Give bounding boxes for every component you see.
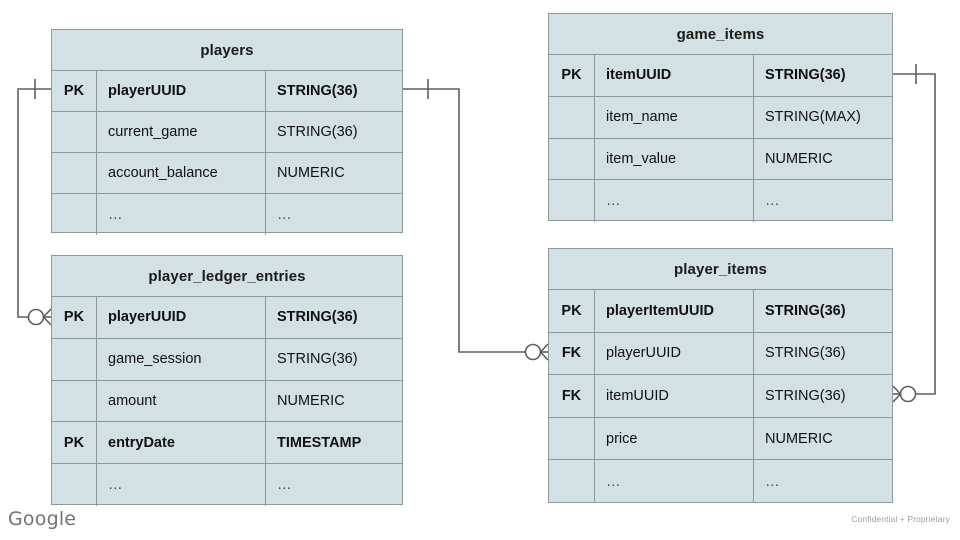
row-data-type: TIMESTAMP <box>277 434 362 451</box>
table-row[interactable]: FK playerUUID STRING(36) <box>549 332 892 376</box>
row-key <box>52 380 97 422</box>
row-key: PK <box>52 71 97 111</box>
row-data-type: … <box>277 477 293 494</box>
row-data-type: … <box>765 473 781 490</box>
table-row[interactable]: PK itemUUID STRING(36) <box>549 55 892 97</box>
table-row[interactable]: item_value NUMERIC <box>549 138 892 181</box>
crow-foot <box>539 343 549 361</box>
row-key <box>549 138 595 180</box>
row-data-type: STRING(36) <box>277 351 358 368</box>
row-data-type: STRING(36) <box>277 83 358 99</box>
cardinality-zero-circle <box>524 343 542 361</box>
row-column-name: … <box>595 460 754 503</box>
row-data-type: STRING(36) <box>765 302 846 319</box>
entity-player-items[interactable]: player_items PK playerItemUUID STRING(36… <box>548 248 893 503</box>
entity-players[interactable]: players PK playerUUID STRING(36) current… <box>51 29 403 235</box>
row-column-name: amount <box>97 380 266 422</box>
entity-title-player-ledger-entries: player_ledger_entries <box>52 256 402 297</box>
table-row[interactable]: PK playerUUID STRING(36) <box>52 297 402 339</box>
table-row[interactable]: … … <box>549 180 892 223</box>
entity-title-game-items: game_items <box>549 14 892 55</box>
entity-title-players: players <box>52 30 402 71</box>
table-row[interactable]: amount NUMERIC <box>52 380 402 423</box>
row-column-name: itemUUID <box>595 375 754 417</box>
google-logo: Google <box>8 508 77 530</box>
table-row[interactable]: current_game STRING(36) <box>52 112 402 153</box>
row-key <box>549 96 595 138</box>
row-key: FK <box>549 332 595 375</box>
entity-game-items[interactable]: game_items PK itemUUID STRING(36) item_n… <box>548 13 893 223</box>
cardinality-zero-circle <box>899 385 917 403</box>
row-column-name: item_name <box>595 96 754 138</box>
row-column-name: game_session <box>97 338 266 380</box>
row-key <box>549 460 595 503</box>
row-column-name: entryDate <box>97 422 266 464</box>
entity-player-ledger-entries[interactable]: player_ledger_entries PK playerUUID STRI… <box>51 255 403 506</box>
table-row[interactable]: FK itemUUID STRING(36) <box>549 375 892 418</box>
table-row[interactable]: PK playerItemUUID STRING(36) <box>549 290 892 333</box>
relationship-players-to-ledger <box>17 79 52 326</box>
row-data-type: STRING(36) <box>765 345 846 362</box>
row-column-name: … <box>595 180 754 223</box>
row-column-name: current_game <box>97 112 266 152</box>
row-column-name: playerUUID <box>97 71 266 111</box>
row-key: FK <box>549 375 595 417</box>
row-column-name: playerUUID <box>97 297 266 338</box>
row-column-name: itemUUID <box>595 55 754 96</box>
row-key: PK <box>52 422 97 464</box>
table-row[interactable]: PK playerUUID STRING(36) <box>52 71 402 112</box>
row-data-type: NUMERIC <box>765 430 833 447</box>
row-key <box>52 112 97 152</box>
row-data-type: STRING(MAX) <box>765 109 861 126</box>
relationship-players-to-player-items <box>403 79 549 361</box>
row-key <box>52 464 97 506</box>
row-column-name: … <box>97 464 266 506</box>
row-data-type: STRING(36) <box>277 124 358 140</box>
row-data-type: NUMERIC <box>765 150 833 167</box>
row-key <box>52 338 97 380</box>
entity-title-player-items: player_items <box>549 249 892 290</box>
row-key <box>52 194 97 235</box>
table-row[interactable]: PK entryDate TIMESTAMP <box>52 422 402 465</box>
row-data-type: STRING(36) <box>277 309 358 326</box>
row-data-type: NUMERIC <box>277 392 345 409</box>
row-key <box>549 180 595 223</box>
table-row[interactable]: item_name STRING(MAX) <box>549 96 892 139</box>
relationship-game-items-to-player-items <box>892 64 936 403</box>
table-row[interactable]: price NUMERIC <box>549 417 892 461</box>
crow-foot <box>892 385 902 403</box>
row-column-name: … <box>97 194 266 235</box>
row-data-type: NUMERIC <box>277 165 345 181</box>
table-row[interactable]: … … <box>52 464 402 506</box>
table-row[interactable]: … … <box>549 460 892 503</box>
crow-foot <box>42 308 52 326</box>
table-row[interactable]: game_session STRING(36) <box>52 338 402 381</box>
row-column-name: playerItemUUID <box>595 290 754 332</box>
table-row[interactable]: account_balance NUMERIC <box>52 153 402 194</box>
row-key: PK <box>52 297 97 338</box>
row-key <box>52 153 97 193</box>
row-data-type: STRING(36) <box>765 67 846 84</box>
table-row[interactable]: … … <box>52 194 402 235</box>
row-data-type: STRING(36) <box>765 387 846 404</box>
row-column-name: price <box>595 417 754 460</box>
cardinality-zero-circle <box>27 308 45 326</box>
row-key: PK <box>549 290 595 332</box>
row-column-name: item_value <box>595 138 754 180</box>
row-key <box>549 417 595 460</box>
row-column-name: account_balance <box>97 153 266 193</box>
row-key: PK <box>549 55 595 96</box>
row-data-type: … <box>765 193 781 210</box>
confidentiality-notice: Confidential + Proprietary <box>851 514 950 524</box>
row-data-type: … <box>277 206 293 223</box>
row-column-name: playerUUID <box>595 332 754 375</box>
